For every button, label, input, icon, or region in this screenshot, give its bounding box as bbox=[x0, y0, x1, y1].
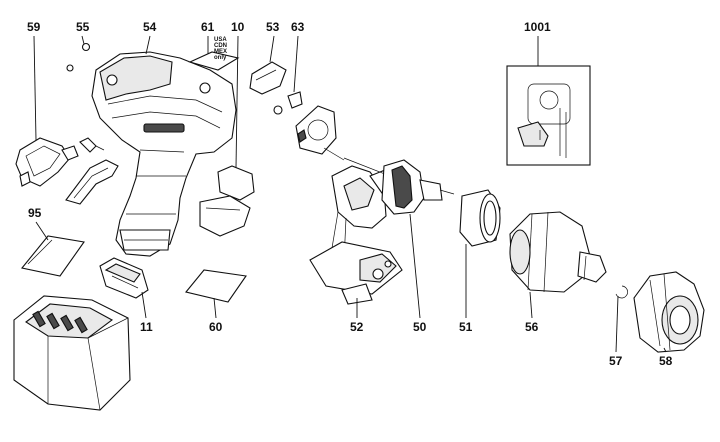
callout-53: 53 bbox=[266, 20, 280, 34]
callout-54: 54 bbox=[143, 20, 157, 34]
region-note-61: USA CDN MEX only bbox=[214, 37, 227, 61]
region-note-line-1: USA bbox=[214, 37, 227, 43]
callout-55: 55 bbox=[76, 20, 90, 34]
callout-51: 51 bbox=[459, 320, 473, 334]
callout-52: 52 bbox=[350, 320, 364, 334]
callout-60: 60 bbox=[209, 320, 223, 334]
part-hook bbox=[65, 159, 119, 205]
callout-50: 50 bbox=[413, 320, 427, 334]
part-59-belt-clip bbox=[15, 137, 79, 187]
part-54-housing bbox=[91, 51, 237, 257]
part-56-gear-housing bbox=[509, 211, 607, 293]
part-53-button bbox=[249, 61, 287, 115]
region-note-line-2: CDN bbox=[214, 43, 227, 49]
region-note-line-3: MEX bbox=[214, 49, 227, 55]
part-95-label bbox=[21, 235, 85, 277]
part-63-led-board bbox=[287, 91, 345, 161]
callout-61: 61 bbox=[201, 20, 215, 34]
callout-56: 56 bbox=[525, 320, 539, 334]
callout-63: 63 bbox=[291, 20, 305, 34]
callout-10: 10 bbox=[231, 20, 245, 34]
callout-labels: 59 55 54 61 10 53 63 1001 95 11 60 52 50… bbox=[27, 20, 673, 368]
part-50-armature bbox=[343, 157, 455, 215]
callout-1001: 1001 bbox=[524, 20, 551, 34]
callout-11: 11 bbox=[140, 320, 153, 334]
part-58-nose-cover bbox=[633, 271, 705, 353]
part-10-cover bbox=[199, 165, 255, 237]
leader-lines bbox=[33, 35, 667, 353]
part-small-screw bbox=[66, 42, 105, 153]
part-51-ring bbox=[459, 189, 501, 247]
part-52-electronics bbox=[309, 165, 403, 305]
callout-58: 58 bbox=[659, 354, 673, 368]
battery-pack bbox=[13, 295, 131, 411]
callout-59: 59 bbox=[27, 20, 41, 34]
part-60-nameplate bbox=[185, 269, 247, 303]
region-note-line-4: only bbox=[214, 55, 227, 61]
inset-1001-detail bbox=[506, 65, 591, 166]
callout-57: 57 bbox=[609, 354, 623, 368]
part-11-contact bbox=[99, 257, 149, 299]
callout-95: 95 bbox=[28, 206, 42, 220]
